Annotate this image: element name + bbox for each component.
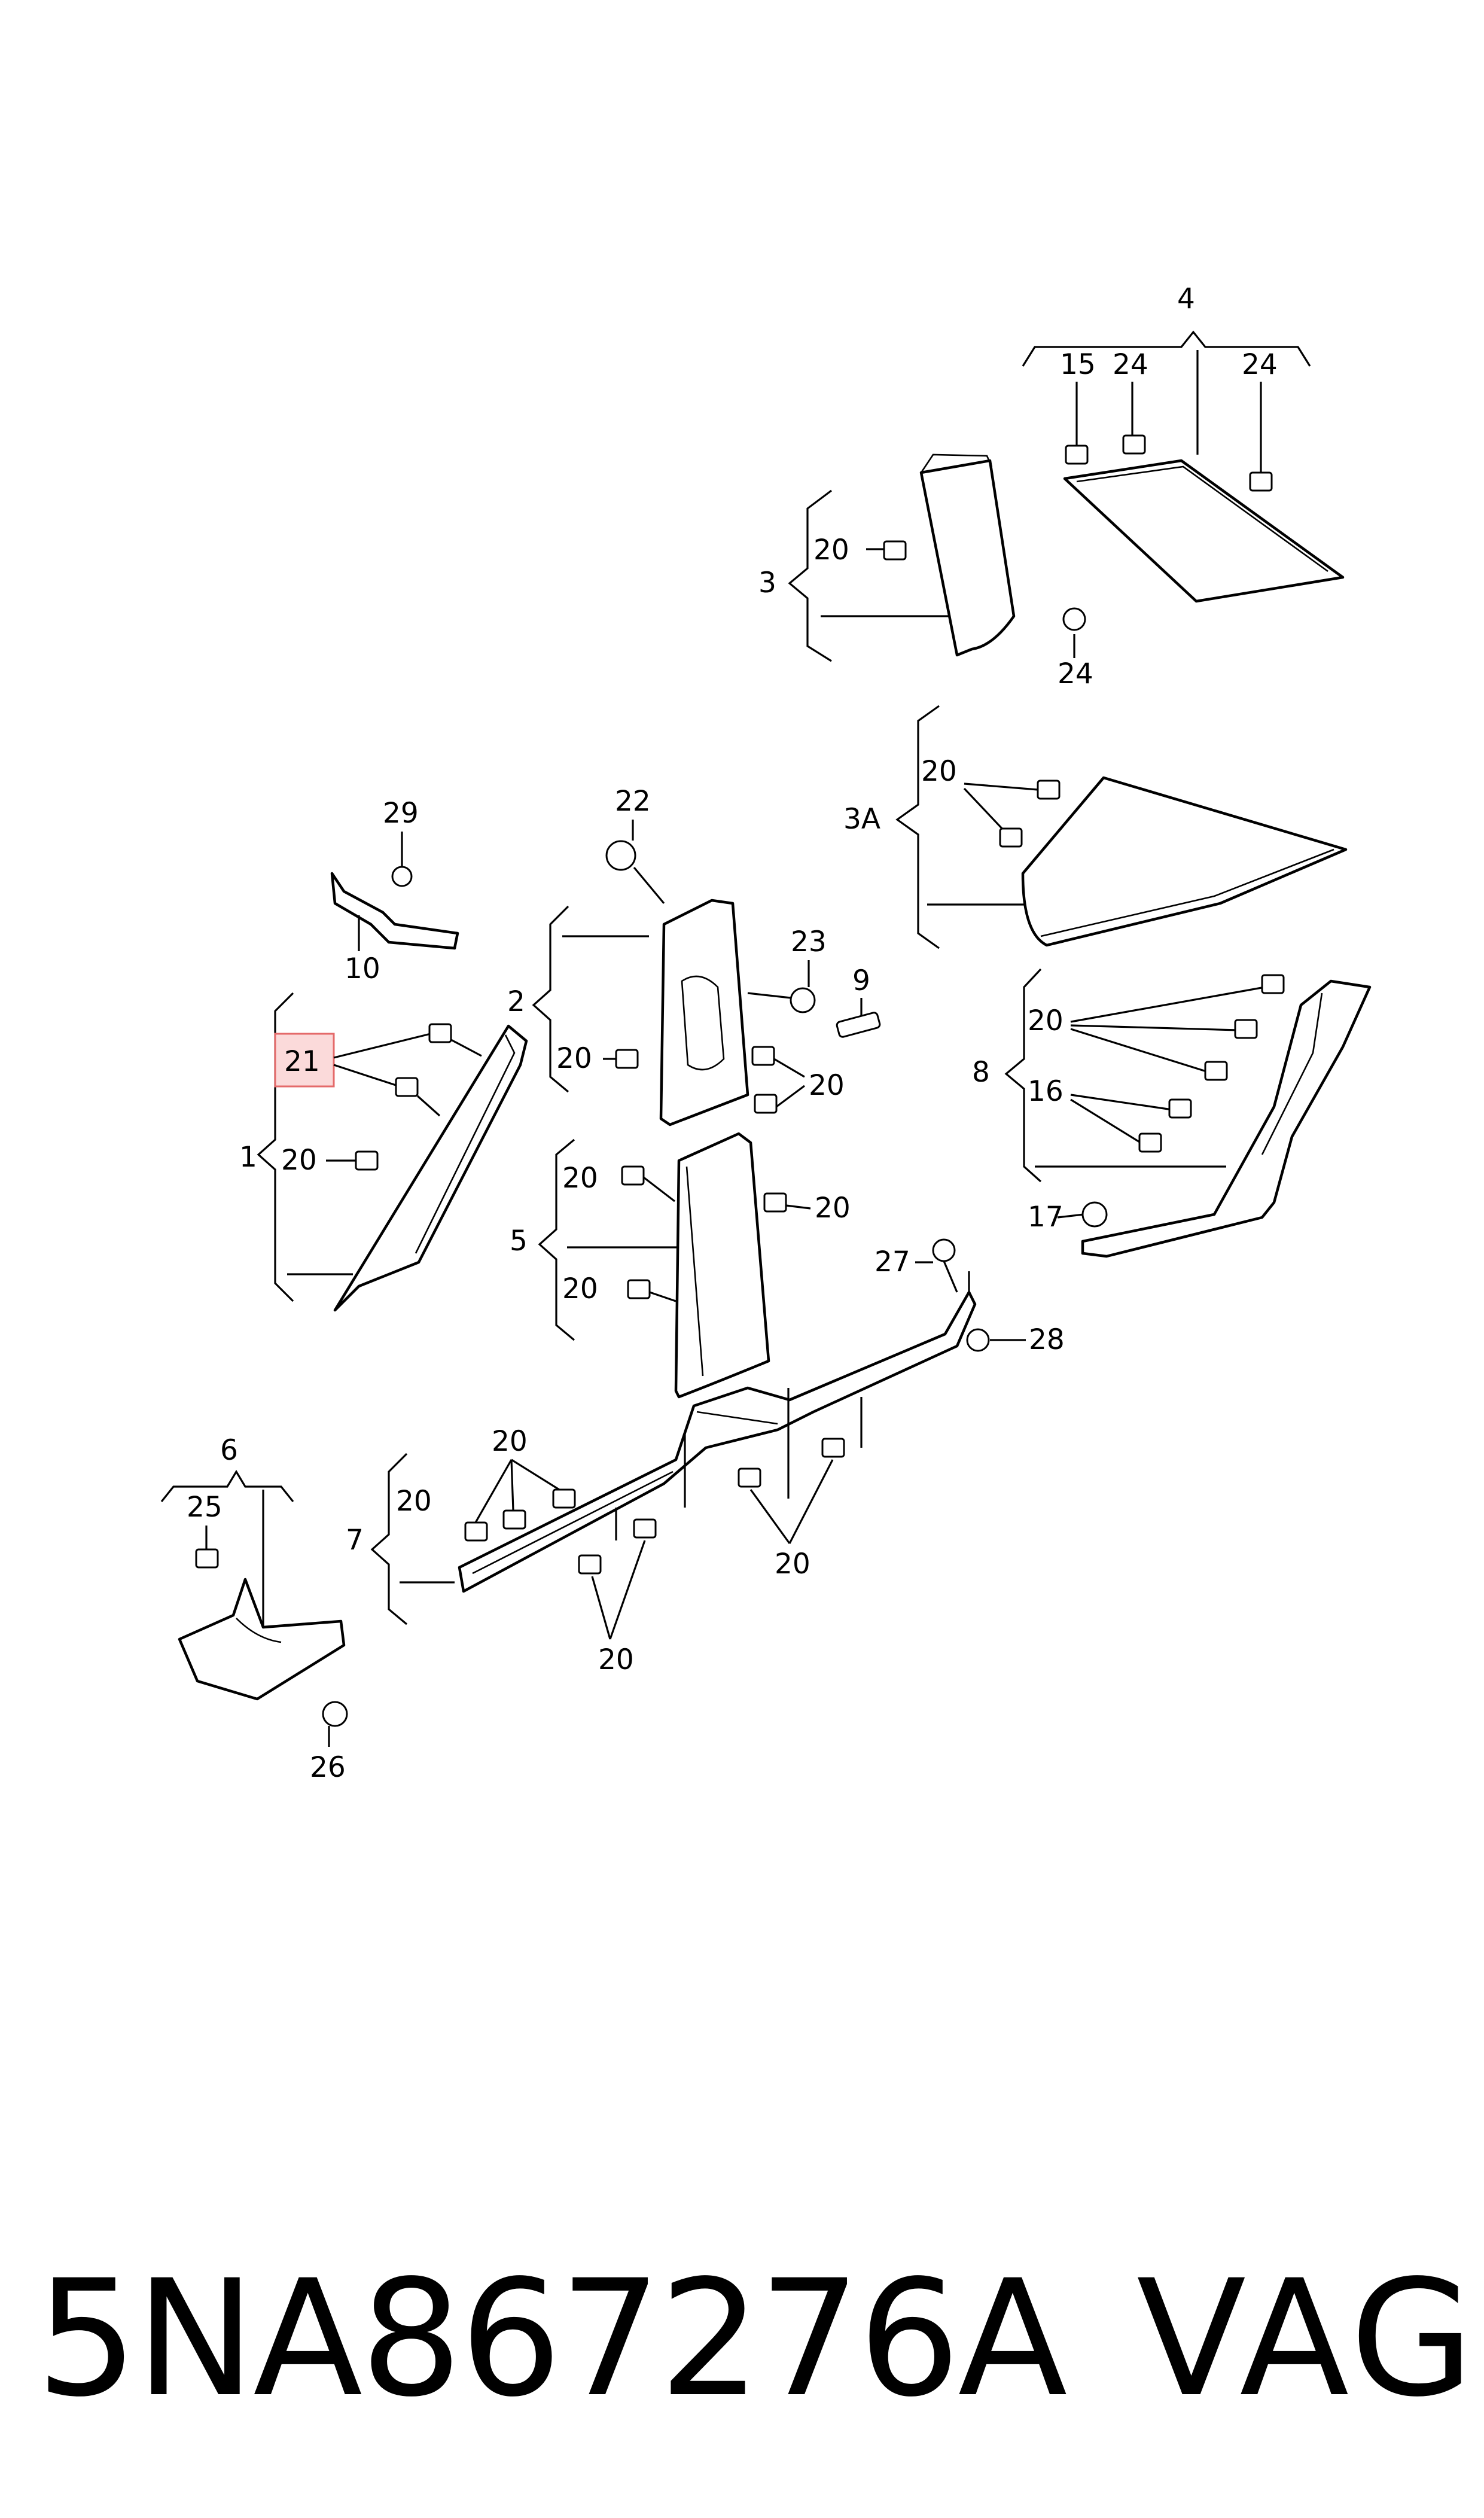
footer: 5NA867276A VAG bbox=[0, 2237, 1484, 2441]
label-29: 29 bbox=[383, 797, 419, 830]
label-7: 7 bbox=[346, 1524, 364, 1557]
label-26: 26 bbox=[310, 1751, 346, 1784]
label-17: 17 bbox=[1028, 1201, 1064, 1234]
sill-trim-7 bbox=[458, 1290, 977, 1593]
label-20-g7-bottom: 20 bbox=[598, 1643, 634, 1676]
label-20-g3: 20 bbox=[813, 534, 849, 567]
label-20-g1: 20 bbox=[281, 1144, 317, 1177]
group-10: 29 10 bbox=[330, 797, 459, 985]
label-4: 4 bbox=[1177, 282, 1195, 315]
b-pillar-trim-2 bbox=[659, 899, 749, 1126]
label-20-g2: 20 bbox=[556, 1042, 592, 1075]
label-20-g5-top: 20 bbox=[562, 1162, 598, 1195]
pillar-trim-3 bbox=[919, 459, 1016, 657]
group-3a: 3A 20 bbox=[843, 705, 1348, 949]
a-pillar-trim-1 bbox=[333, 1024, 528, 1312]
screws-27-28: 27 28 bbox=[874, 1238, 1065, 1356]
label-6: 6 bbox=[220, 1434, 238, 1467]
group-5: 5 20 20 20 bbox=[510, 1132, 851, 1399]
group-4: 4 15 24 24 bbox=[1022, 282, 1345, 603]
label-24-top-right: 24 bbox=[1242, 348, 1278, 381]
label-20-g8: 20 bbox=[1028, 1004, 1064, 1037]
group-2: 22 2 20 23 9 20 bbox=[507, 785, 881, 1126]
label-25: 25 bbox=[187, 1491, 223, 1524]
label-28: 28 bbox=[1029, 1323, 1065, 1356]
label-20-g2-right: 20 bbox=[809, 1069, 845, 1102]
label-10: 10 bbox=[345, 952, 380, 985]
label-9: 9 bbox=[852, 964, 870, 997]
b-pillar-lower-trim-5 bbox=[674, 1132, 770, 1399]
label-2: 2 bbox=[507, 985, 525, 1018]
brand-name: VAG bbox=[1136, 2246, 1478, 2432]
group-7: 7 20 20 20 20 bbox=[346, 1290, 977, 1676]
footwell-trim-6 bbox=[178, 1578, 346, 1701]
label-1: 1 bbox=[239, 1141, 257, 1174]
group-3: 3 20 24 bbox=[758, 453, 1093, 690]
label-20-g5-right: 20 bbox=[815, 1192, 851, 1225]
label-16: 16 bbox=[1028, 1075, 1064, 1108]
label-23: 23 bbox=[791, 925, 827, 958]
clip-24b bbox=[1249, 471, 1273, 492]
parts-diagram: 4 15 24 24 3 20 24 3A 20 bbox=[160, 282, 1372, 1784]
group-6: 6 25 26 bbox=[160, 1434, 348, 1784]
group-8: 8 20 16 17 bbox=[972, 968, 1372, 1258]
clip-24 bbox=[1122, 434, 1146, 455]
label-15: 15 bbox=[1060, 348, 1096, 381]
label-20-g3a: 20 bbox=[921, 755, 957, 788]
label-20-g5-bottom: 20 bbox=[562, 1272, 598, 1305]
label-24-g3: 24 bbox=[1058, 657, 1093, 690]
trim-panel-4 bbox=[1063, 459, 1345, 603]
rear-trim-8 bbox=[1081, 979, 1372, 1258]
group-1: 1 21 20 bbox=[239, 992, 528, 1312]
label-22: 22 bbox=[615, 785, 651, 818]
label-20-g7-right: 20 bbox=[775, 1548, 810, 1581]
label-27: 27 bbox=[874, 1246, 910, 1278]
bracket-10 bbox=[330, 872, 459, 950]
label-3a: 3A bbox=[843, 803, 880, 836]
label-5: 5 bbox=[510, 1225, 528, 1258]
label-21: 21 bbox=[284, 1045, 320, 1078]
label-20-g7-left: 20 bbox=[396, 1485, 432, 1518]
label-8: 8 bbox=[972, 1056, 990, 1089]
clip-15 bbox=[1065, 444, 1089, 465]
trim-panel-3a bbox=[1021, 776, 1348, 947]
label-24-top-left: 24 bbox=[1113, 348, 1148, 381]
label-20-g7-top: 20 bbox=[492, 1425, 528, 1458]
label-3: 3 bbox=[758, 567, 776, 599]
highlight-21 bbox=[274, 1033, 335, 1088]
part-number: 5NA867276A bbox=[36, 2246, 1068, 2432]
